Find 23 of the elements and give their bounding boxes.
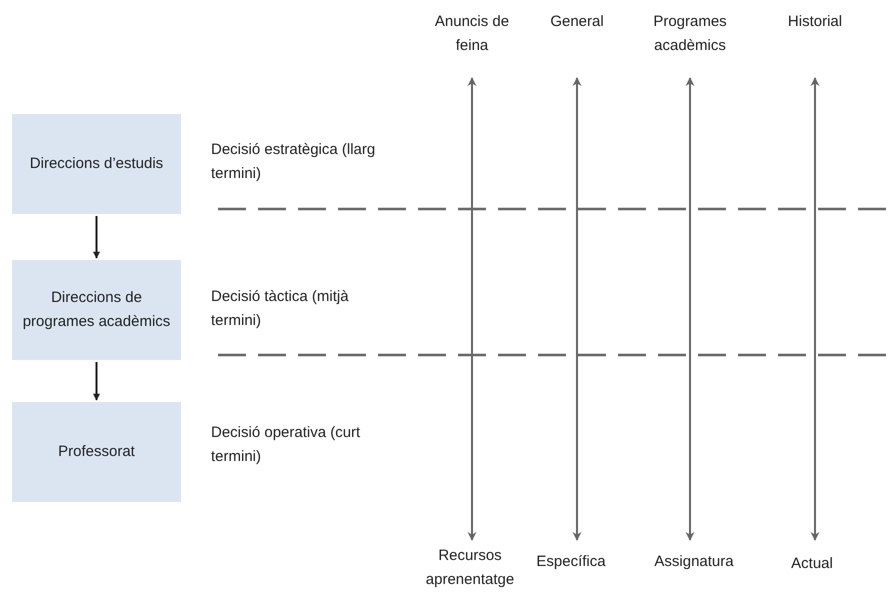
double-arrow xyxy=(810,77,820,541)
arrow xyxy=(93,362,100,401)
axis-end-label: Programes acadèmics xyxy=(652,12,728,56)
process-box xyxy=(12,260,181,360)
process-box xyxy=(12,114,181,214)
axis-end-label: Actual xyxy=(791,554,833,574)
process-box xyxy=(12,402,181,502)
decision-level-label: Decisió estratègica (llarg termini) xyxy=(211,140,376,184)
axis-end-label: Específica xyxy=(536,552,606,572)
arrow xyxy=(93,216,100,259)
double-arrow xyxy=(686,77,694,541)
double-arrow xyxy=(468,77,476,541)
axis-end-label: Assignatura xyxy=(654,552,734,572)
decision-level-label: Decisió operativa (curt termini) xyxy=(211,423,362,467)
double-arrow xyxy=(572,77,582,541)
axis-end-label: Anuncis de feina xyxy=(434,12,510,56)
box-label: Direccions de programes acadèmics xyxy=(22,288,172,332)
axis-end-label: General xyxy=(550,12,604,32)
box-label: Direccions d’estudis xyxy=(30,154,164,174)
decision-level-label: Decisió tàctica (mitjà termini) xyxy=(211,287,350,331)
axis-end-label: Historial xyxy=(788,12,842,32)
axis-end-label: Recursos aprenentatge xyxy=(424,546,516,590)
box-label: Professorat xyxy=(58,442,135,462)
